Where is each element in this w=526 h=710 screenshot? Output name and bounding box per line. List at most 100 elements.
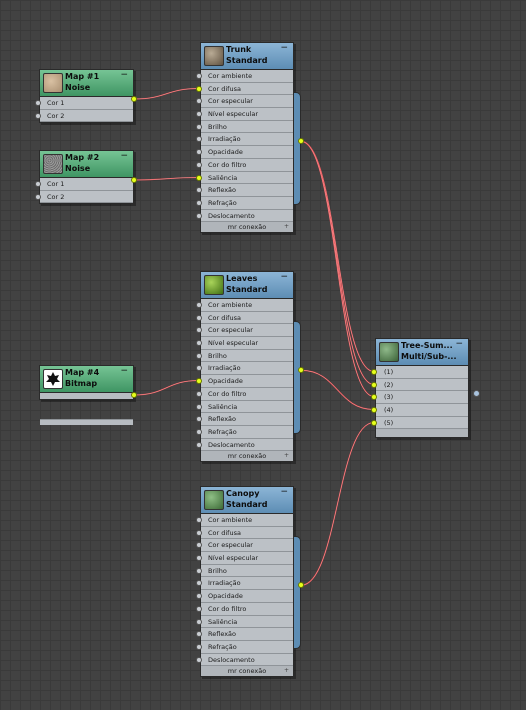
input-socket[interactable] — [196, 339, 202, 346]
param-row-saliencia[interactable]: Saliência — [201, 400, 293, 414]
param-row-reflexao[interactable]: Reflexão — [201, 413, 293, 426]
output-socket[interactable] — [298, 367, 304, 374]
output-socket[interactable] — [131, 177, 137, 183]
node-multi-sub-object[interactable]: Tree-Sum...Multi/Sub-... − (1)(2)(3)(4)(… — [375, 338, 469, 439]
param-row-cor-especular[interactable]: Cor especular — [201, 324, 293, 338]
slot-row-5[interactable]: (5) — [376, 416, 468, 430]
param-row-brilho[interactable]: Brilho — [201, 349, 293, 363]
param-row-cor-difusa[interactable]: Cor difusa — [201, 82, 293, 96]
input-socket[interactable] — [196, 186, 202, 193]
input-socket[interactable] — [371, 381, 377, 388]
mr-connection-footer[interactable]: mr conexão+ — [201, 222, 293, 233]
input-socket[interactable] — [196, 592, 202, 599]
input-socket[interactable] — [196, 618, 202, 625]
param-row-cor2[interactable]: Cor 2 — [40, 109, 133, 123]
param-row-cor2[interactable]: Cor 2 — [40, 190, 133, 204]
param-row-deslocamento[interactable]: Deslocamento — [201, 653, 293, 667]
slot-row-4[interactable]: (4) — [376, 404, 468, 417]
slot-row-1[interactable]: (1) — [376, 366, 468, 379]
input-socket[interactable] — [196, 643, 202, 650]
input-socket[interactable] — [196, 199, 202, 206]
output-socket[interactable] — [298, 582, 304, 589]
input-socket[interactable] — [196, 326, 202, 333]
collapse-button[interactable]: − — [280, 272, 288, 282]
input-socket[interactable] — [196, 85, 202, 92]
input-socket[interactable] — [196, 567, 202, 574]
input-socket[interactable] — [196, 314, 202, 321]
param-row-opacidade[interactable]: Opacidade — [201, 375, 293, 388]
input-socket[interactable] — [196, 541, 202, 548]
input-socket[interactable] — [196, 97, 202, 104]
input-socket[interactable] — [196, 352, 202, 359]
param-row-irradiacao[interactable]: Irradiação — [201, 362, 293, 376]
input-socket[interactable] — [196, 529, 202, 536]
collapse-button[interactable]: − — [120, 151, 128, 161]
mr-connection-footer[interactable]: mr conexão+ — [201, 666, 293, 677]
collapse-button[interactable]: − — [455, 339, 463, 349]
param-row-cor-especular[interactable]: Cor especular — [201, 539, 293, 553]
input-socket[interactable] — [196, 403, 202, 410]
mr-connection-footer[interactable]: mr conexão+ — [201, 451, 293, 462]
param-row-nivel-especular[interactable]: Nível especular — [201, 108, 293, 121]
input-socket[interactable] — [35, 193, 41, 200]
input-socket[interactable] — [196, 72, 202, 79]
multi-output-socket[interactable] — [473, 390, 480, 397]
input-socket[interactable] — [196, 110, 202, 117]
param-row-cor-do-filtro[interactable]: Cor do filtro — [201, 602, 293, 616]
param-row-cor-do-filtro[interactable]: Cor do filtro — [201, 158, 293, 172]
param-row-nivel-especular[interactable]: Nível especular — [201, 337, 293, 350]
param-row-brilho[interactable]: Brilho — [201, 564, 293, 578]
input-socket[interactable] — [196, 301, 202, 308]
param-row-nivel-especular[interactable]: Nível especular — [201, 552, 293, 565]
param-row-cor-especular[interactable]: Cor especular — [201, 95, 293, 109]
input-socket[interactable] — [196, 390, 202, 397]
expand-icon[interactable]: + — [283, 667, 289, 675]
param-row-reflexao[interactable]: Reflexão — [201, 628, 293, 641]
input-socket[interactable] — [196, 415, 202, 422]
collapse-button[interactable]: − — [120, 366, 128, 376]
output-socket[interactable] — [298, 138, 304, 145]
input-socket[interactable] — [196, 148, 202, 155]
input-socket[interactable] — [196, 123, 202, 130]
input-socket[interactable] — [196, 135, 202, 142]
param-row-deslocamento[interactable]: Deslocamento — [201, 209, 293, 223]
node-header[interactable]: Tree-Sum...Multi/Sub-... − — [376, 339, 468, 366]
param-row-irradiacao[interactable]: Irradiação — [201, 577, 293, 591]
param-row-cor1[interactable]: Cor 1 — [40, 97, 133, 110]
param-row-saliencia[interactable]: Saliência — [201, 171, 293, 185]
input-socket[interactable] — [196, 605, 202, 612]
param-row-refracao[interactable]: Refração — [201, 196, 293, 210]
param-row-cor-do-filtro[interactable]: Cor do filtro — [201, 387, 293, 401]
slot-row-3[interactable]: (3) — [376, 391, 468, 405]
input-socket[interactable] — [196, 579, 202, 586]
param-row-opacidade[interactable]: Opacidade — [201, 590, 293, 603]
input-socket[interactable] — [196, 174, 202, 181]
collapse-button[interactable]: − — [280, 43, 288, 53]
input-socket[interactable] — [35, 112, 41, 119]
input-socket[interactable] — [196, 656, 202, 663]
param-row-reflexao[interactable]: Reflexão — [201, 184, 293, 197]
input-socket[interactable] — [196, 212, 202, 219]
input-socket[interactable] — [35, 180, 41, 187]
input-socket[interactable] — [196, 516, 202, 523]
param-row-irradiacao[interactable]: Irradiação — [201, 133, 293, 147]
output-socket[interactable] — [131, 392, 137, 398]
param-row-cor-ambiente[interactable]: Cor ambiente — [201, 299, 293, 312]
param-row-saliencia[interactable]: Saliência — [201, 615, 293, 629]
input-socket[interactable] — [196, 161, 202, 168]
input-socket[interactable] — [196, 554, 202, 561]
input-socket[interactable] — [371, 419, 377, 426]
input-socket[interactable] — [196, 428, 202, 435]
input-socket[interactable] — [371, 368, 377, 375]
